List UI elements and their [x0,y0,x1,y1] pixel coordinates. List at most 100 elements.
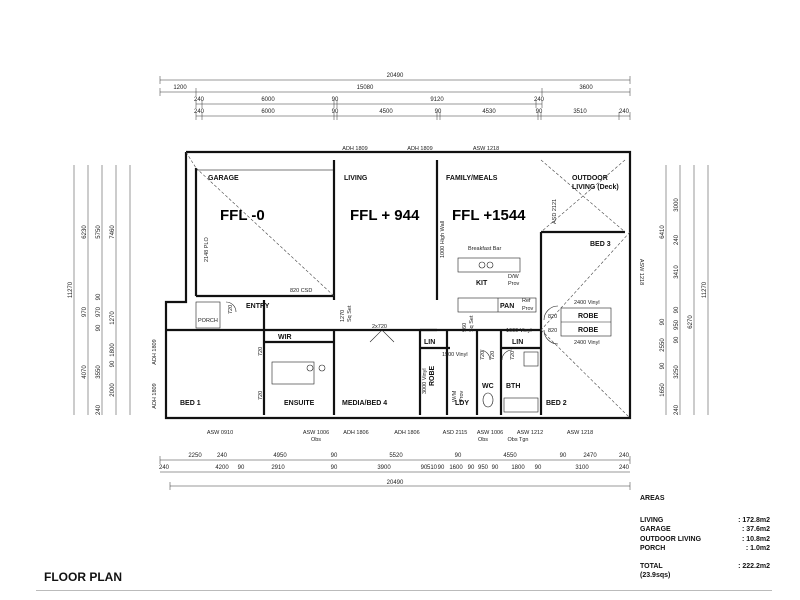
area-total-sub-row: (23.9sqs) [640,571,770,581]
area-total-label: TOTAL [640,562,663,570]
room-garage: GARAGE [208,175,239,182]
dim-bot-row2-2: 90 [238,465,245,471]
note-plo: 2148 PLO [204,237,210,262]
dim-right-col2-0: 6410 [660,225,666,239]
dim-bot-row2-11: 950 [478,465,489,471]
bottom-dimensions: 2250 240 4950 90 5520 90 4550 90 2470 24… [159,453,631,490]
room-entry: ENTRY [246,303,270,310]
dim-bot-row1-4: 5520 [389,453,403,459]
window-bot-7: Obs [478,437,488,443]
room-lin-1: LIN [424,339,435,346]
room-ensuite: ENSUITE [284,400,315,407]
window-bot-10: ASW 1218 [567,430,593,436]
note-door-720-f: 720 [510,351,516,360]
room-living: LIVING [344,175,368,182]
dim-top-row3-4: 240 [534,97,545,103]
dim-bot-row2-12: 90 [492,465,499,471]
note-door-720-c: 720 [258,391,264,400]
dim-left-outer: 11270 [68,281,74,298]
dim-top-row4-6: 90 [536,109,543,115]
area-value: : 10.8m2 [741,535,770,543]
area-total-sqs: (23.9sqs) [640,572,671,579]
dim-bot-row1-2: 4950 [273,453,287,459]
level-family: FFL +1544 [452,207,526,224]
note-door-720-a: 720 [228,305,234,314]
dim-top-row4-8: 240 [619,109,630,115]
dim-left-col4-1: 1270 [110,311,116,325]
dim-bot-row2-8: 90 [438,465,445,471]
room-bed1: BED 1 [180,400,201,407]
dim-right-col3-3: 90 [674,306,680,313]
room-family: FAMILY/MEALS [446,175,498,182]
dim-bot-row2-10: 90 [468,465,475,471]
window-side-2: ASW 1218 [638,259,644,285]
room-bed2: BED 2 [546,400,567,407]
dim-top-row4-5: 4530 [482,109,496,115]
area-label: PORCH [640,545,666,552]
dim-top-row4-4: 90 [435,109,442,115]
dim-bot-overall: 20490 [387,480,404,486]
dim-right-col3-5: 90 [674,336,680,343]
level-garage: FFL -0 [220,207,265,224]
room-bed3: BED 3 [590,241,611,248]
area-value: : 172.8m2 [738,516,770,524]
dim-right-col3-4: 950 [674,319,680,330]
dim-left-col3-1: 90 [96,293,102,300]
window-labels: ADH 1809 ADH 1809 ASW 1218 ASW 0910 ASW … [152,146,644,443]
room-outdoor-deck: LIVING (Deck) [572,184,619,191]
dim-bot-row2-13: 1800 [511,465,525,471]
note-vinyl-1500: 1500 Vinyl [442,352,468,358]
plan-title: FLOOR PLAN [44,570,122,584]
dim-top-row4-0: 240 [194,109,205,115]
dim-left-col2-0: 6230 [82,225,88,239]
note-door-820-b: 820 [548,328,557,334]
dim-top-row4-7: 3510 [573,109,587,115]
dim-left-col3-2: 970 [96,306,102,317]
dim-right-col2-3: 90 [660,362,666,369]
window-bot-6: ASW 1006 [477,430,503,436]
dim-right-col3-6: 3250 [674,365,680,379]
dim-bot-row2-9: 1600 [449,465,463,471]
window-bot-8: ASW 1212 [517,430,543,436]
note-vinyl-1600: 1600 Vinyl [506,328,532,334]
note-wm: W/M [452,390,458,402]
room-labels: GARAGE LIVING FAMILY/MEALS OUTDOOR LIVIN… [180,175,619,407]
dim-bot-row2-15: 3100 [575,465,589,471]
dim-left-col3-3: 90 [96,324,102,331]
room-kit: KIT [476,280,488,287]
window-side-1: ADH 1809 [152,383,158,408]
dim-bot-row2-14: 90 [535,465,542,471]
floor-levels: FFL -0 FFL + 944 FFL +1544 [220,207,526,224]
dim-left-col2-2: 4070 [82,365,88,379]
note-csd: 820 CSD [290,288,312,294]
building-walls [164,150,632,420]
area-value: : 37.6m2 [741,526,770,533]
dim-right-col3-1: 240 [674,234,680,245]
room-robe-1: ROBE [578,313,599,320]
level-living: FFL + 944 [350,207,420,224]
dim-top-row4-3: 4500 [379,109,393,115]
areas-table: AREAS LIVING : 172.8m2 GARAGE : 37.6m2 O… [640,494,770,581]
note-vinyl-2400-a: 2400 Vinyl [574,300,600,306]
dim-bot-row1-3: 90 [331,453,338,459]
window-bot-0: ASW 0910 [207,430,233,436]
note-wm-prov: Prov [459,390,465,402]
note-sqset-1270: 1270 [340,310,346,322]
dim-bot-row2-5: 3900 [377,465,391,471]
area-total-row: TOTAL : 222.2m2 [640,562,770,572]
room-robe-3: ROBE [429,365,436,386]
dim-left-col4-0: 7460 [110,225,116,239]
dim-right-col2-1: 90 [660,318,666,325]
dim-left-col4-4: 2000 [110,383,116,397]
dim-bot-row1-5: 90 [455,453,462,459]
note-sqset-960: 960 [462,323,468,332]
area-value: : 1.0m2 [745,545,770,552]
dim-bot-row1-8: 2470 [583,453,597,459]
note-ref: Ref [522,298,531,304]
dim-bot-row2-4: 90 [331,465,338,471]
window-bot-3: ADH 1806 [343,430,368,436]
dim-bot-row2-7: 510 [427,465,438,471]
window-bot-5: ASD 2115 [443,430,468,436]
left-dimensions: 11270 6230 970 4070 5750 90 970 90 3550 … [68,165,131,415]
room-media: MEDIA/BED 4 [342,400,387,407]
